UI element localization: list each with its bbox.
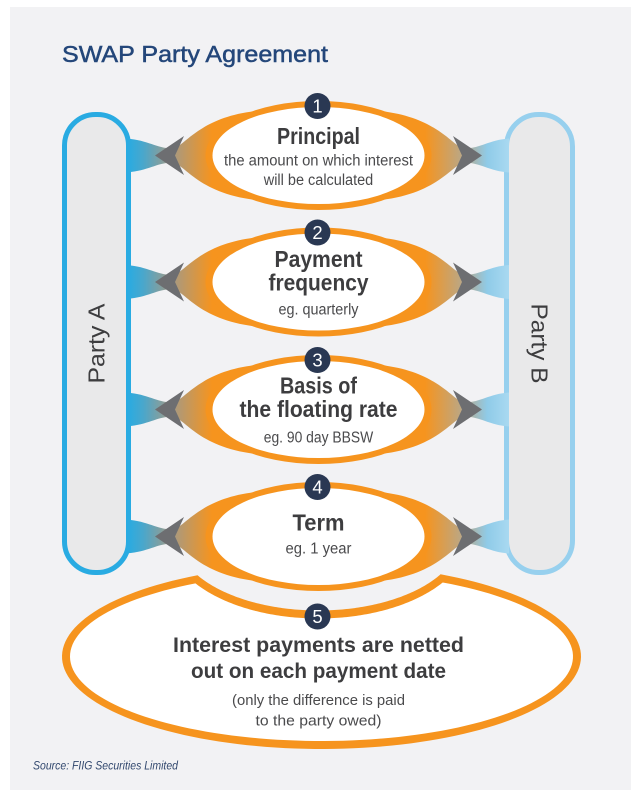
svg-text:Principal: Principal [277,123,360,149]
svg-text:Term: Term [293,510,345,536]
svg-text:Interest payments are netted: Interest payments are netted [173,633,464,657]
svg-text:5: 5 [312,606,322,627]
svg-text:to the party owed): to the party owed) [256,714,382,730]
svg-text:eg. quarterly: eg. quarterly [279,302,359,319]
svg-text:eg. 90 day BBSW: eg. 90 day BBSW [264,430,374,447]
svg-text:(only the difference is paid: (only the difference is paid [232,693,405,709]
svg-text:Payment: Payment [275,246,363,272]
svg-text:Party A: Party A [84,303,110,384]
svg-text:2: 2 [312,222,322,243]
svg-text:Party B: Party B [527,304,553,384]
svg-text:4: 4 [312,477,322,498]
svg-text:1: 1 [312,96,322,117]
svg-text:the floating rate: the floating rate [240,396,398,422]
svg-text:SWAP Party Agreement: SWAP Party Agreement [62,41,328,67]
svg-text:Basis of: Basis of [280,373,357,399]
svg-text:eg. 1 year: eg. 1 year [286,541,352,558]
svg-text:frequency: frequency [269,270,369,296]
svg-text:the amount on which interest: the amount on which interest [224,153,414,170]
svg-text:Source: FIIG Securities Limite: Source: FIIG Securities Limited [33,761,179,773]
svg-text:out on each payment date: out on each payment date [191,659,446,683]
svg-text:will be calculated: will be calculated [263,172,373,189]
svg-text:3: 3 [312,350,322,371]
